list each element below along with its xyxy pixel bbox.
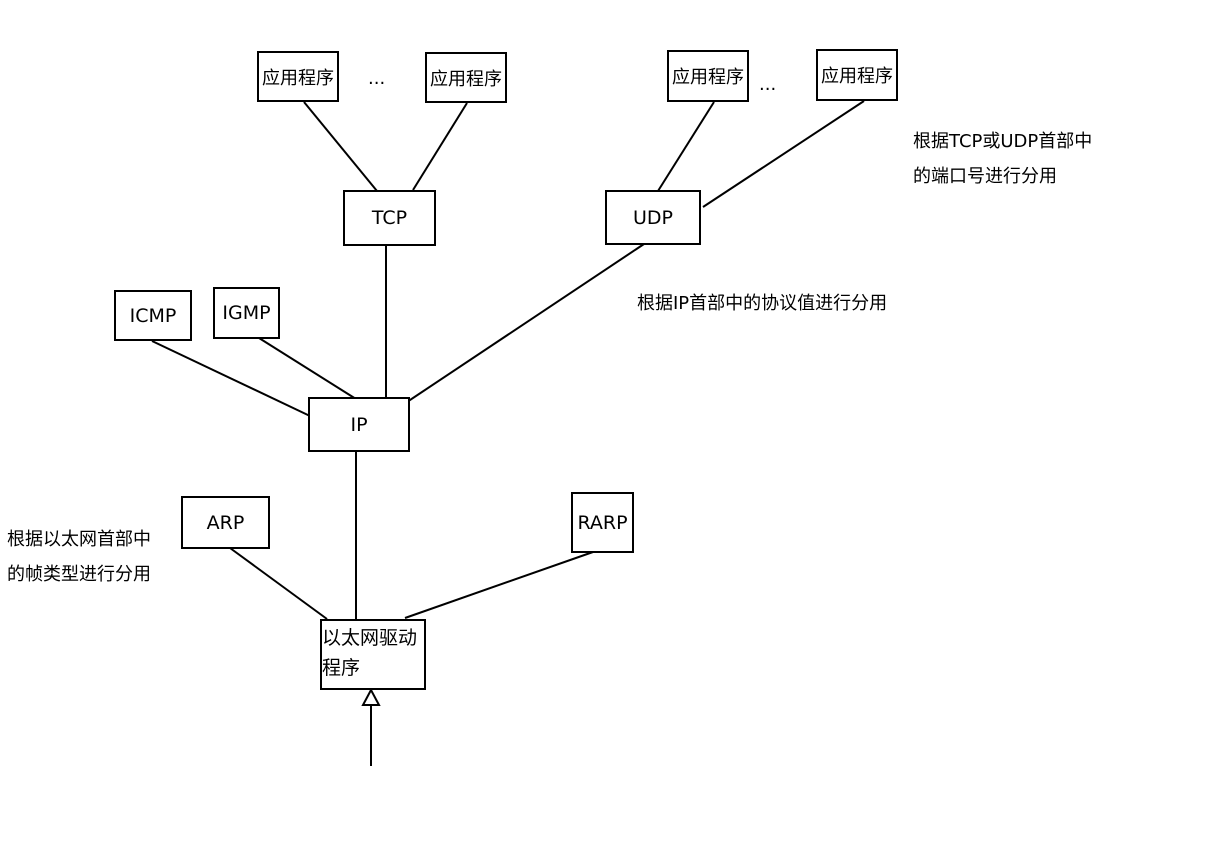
frame-demux-note: 根据以太网首部中 的帧类型进行分用: [7, 522, 151, 592]
app-label-4: 应用程序: [821, 66, 893, 87]
edge-arp-driver: [229, 547, 328, 620]
rarp-label: RARP: [577, 511, 628, 534]
edge-icmp-ip: [151, 340, 311, 417]
port-demux-note-line1: 根据TCP或UDP首部中: [913, 131, 1093, 152]
ellipsis-tcp-apps: ...: [368, 68, 386, 89]
app-box-2: 应用程序: [425, 52, 507, 103]
ip-demux-note: 根据IP首部中的协议值进行分用: [637, 286, 887, 321]
udp-label: UDP: [633, 206, 673, 229]
icmp-box: ICMP: [114, 290, 192, 341]
ip-box: IP: [308, 397, 410, 452]
igmp-label: IGMP: [222, 302, 271, 324]
ethernet-driver-label-line2: 程序: [322, 657, 361, 679]
ethernet-driver-box: 以太网驱动 程序: [320, 619, 426, 690]
edge-udp-ip: [403, 243, 645, 405]
edge-app1-tcp: [303, 101, 378, 192]
frame-demux-note-line2: 的帧类型进行分用: [7, 564, 151, 585]
edge-igmp-ip: [258, 337, 357, 400]
igmp-box: IGMP: [213, 287, 280, 339]
rarp-box: RARP: [571, 492, 634, 553]
app-label-3: 应用程序: [672, 67, 744, 88]
tcp-label: TCP: [371, 207, 408, 229]
app-label-2: 应用程序: [430, 68, 502, 90]
edge-app4-udp: [702, 100, 865, 208]
port-demux-note-line2: 的端口号进行分用: [913, 166, 1057, 187]
arp-box: ARP: [181, 496, 270, 549]
ip-demux-note-line1: 根据IP首部中的协议值进行分用: [637, 293, 888, 314]
edge-app2-tcp: [412, 102, 468, 191]
frame-demux-note-line1: 根据以太网首部中: [7, 529, 151, 550]
app-box-1: 应用程序: [257, 51, 339, 102]
edge-app3-udp: [657, 101, 715, 192]
ellipsis-udp-apps: ...: [759, 74, 777, 95]
udp-box: UDP: [605, 190, 701, 245]
edge-rarp-driver: [404, 551, 594, 619]
input-arrow-head: [361, 687, 381, 706]
tcp-box: TCP: [343, 190, 436, 246]
app-label-1: 应用程序: [262, 67, 334, 89]
ip-label: IP: [350, 413, 368, 436]
arp-label: ARP: [206, 511, 245, 534]
port-demux-note: 根据TCP或UDP首部中 的端口号进行分用: [913, 124, 1092, 194]
app-box-3: 应用程序: [667, 50, 749, 102]
app-box-4: 应用程序: [816, 49, 898, 101]
icmp-label: ICMP: [129, 304, 177, 327]
ethernet-driver-label-line1: 以太网驱动: [322, 627, 418, 649]
